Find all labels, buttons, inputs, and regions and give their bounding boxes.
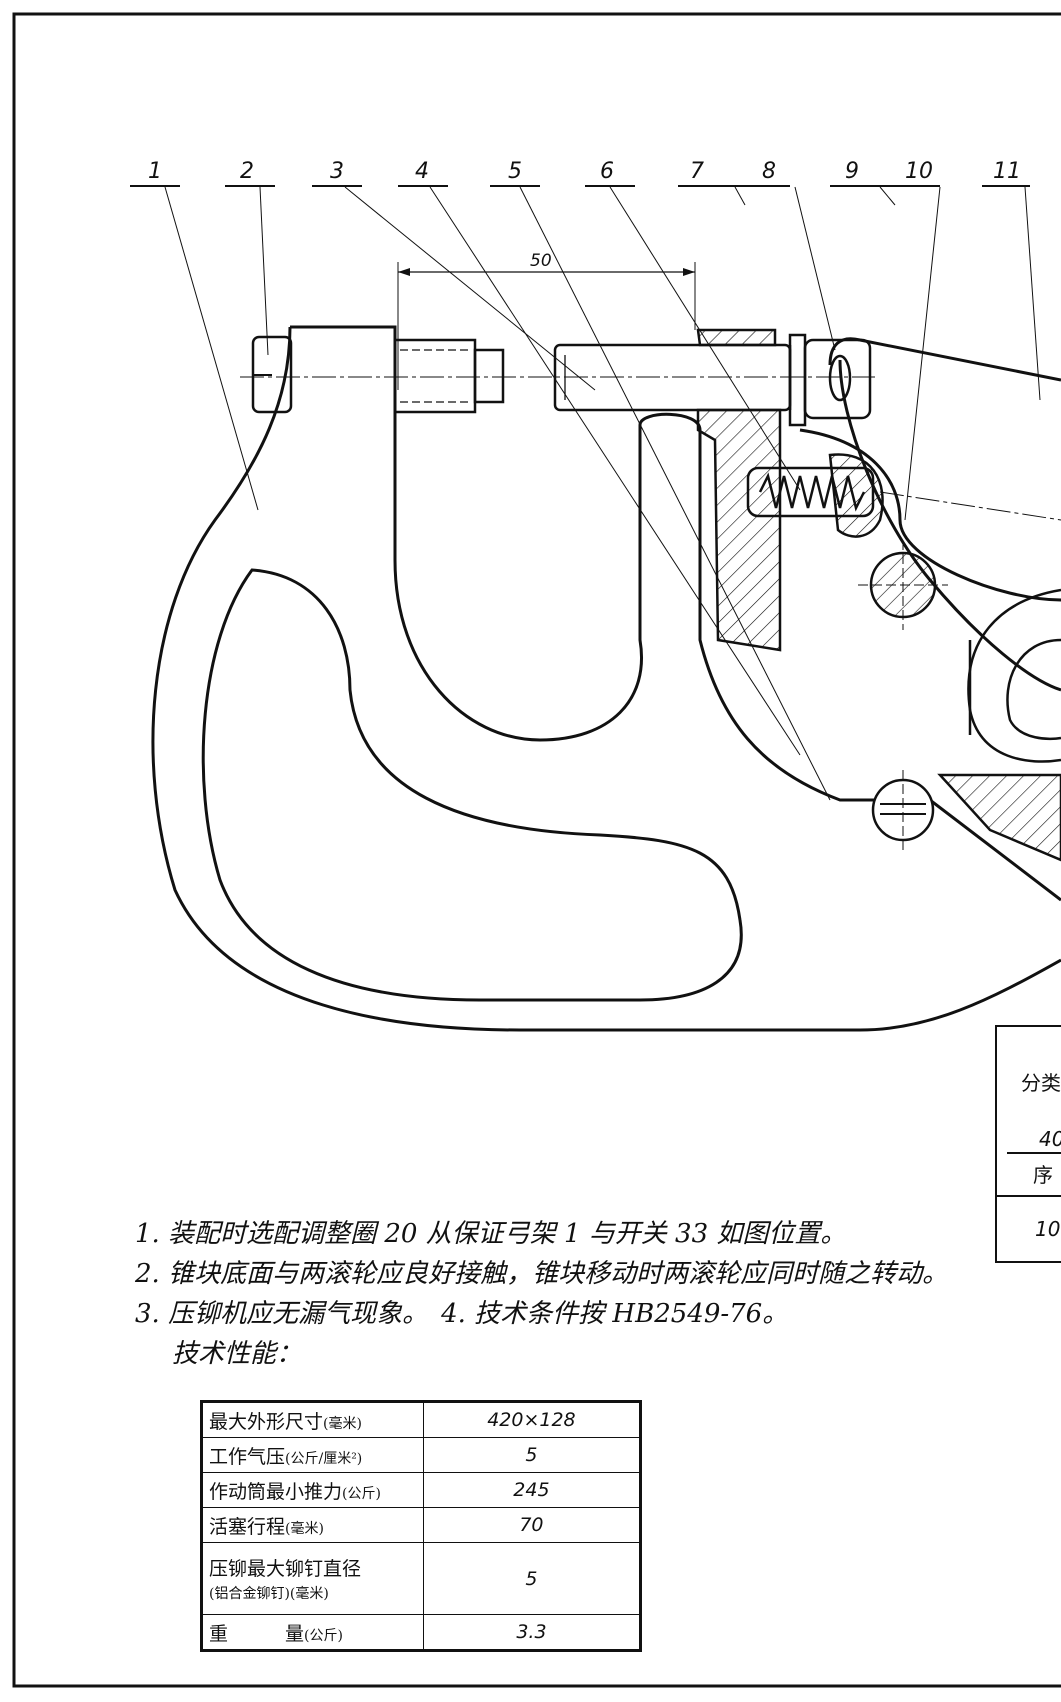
rollers [858, 540, 948, 850]
cam-link [967, 588, 1061, 763]
spec-value: 70 [422, 1507, 642, 1543]
spec-value: 5 [422, 1542, 642, 1615]
adjusting-screw [251, 335, 505, 414]
part-label-6: 6 [600, 159, 614, 184]
note-1: 1. 装配时选配调整圈 20 从保证弓架 1 与开关 33 如图位置。 [135, 1219, 847, 1249]
spec-name: 重 量 [209, 1622, 305, 1645]
part-label-3: 3 [330, 159, 344, 184]
dimension-50: 50 [397, 251, 696, 390]
title-block-cell-3: 序 [1033, 1163, 1053, 1187]
table-row: 最大外形尺寸(毫米) 420×128 [201, 1401, 642, 1438]
part-label-8: 8 [762, 159, 776, 184]
part-label-2: 2 [240, 159, 254, 184]
part-label-11: 11 [993, 159, 1021, 184]
spec-unit: (毫米) [323, 1415, 362, 1432]
spec-name: 压铆最大铆钉直径 [209, 1558, 362, 1580]
spec-name: 作动筒最小推力 [209, 1480, 343, 1503]
spec-name: 工作气压 [209, 1445, 286, 1468]
c-frame [151, 325, 1061, 1032]
table-row: 压铆最大铆钉直径 (铝合金铆钉)(毫米) 5 [201, 1542, 642, 1615]
table-row: 活塞行程(毫米) 70 [201, 1507, 642, 1543]
note-4-heading: 技术性能： [172, 1339, 303, 1369]
spec-name: 最大外形尺寸 [209, 1410, 324, 1433]
table-row: 工作气压(公斤/厘米²) 5 [201, 1437, 642, 1473]
title-block-cell-2: 40 [1039, 1127, 1061, 1151]
spec-value: 420×128 [422, 1401, 642, 1438]
spec-name: 活塞行程 [209, 1515, 286, 1538]
title-block-cell-1: 分类 [1021, 1071, 1061, 1095]
spec-unit: (公斤) [304, 1627, 343, 1644]
drawing-border [12, 12, 1061, 1688]
part-label-10: 10 [905, 159, 933, 184]
note-3: 3. 压铆机应无漏气现象。 4. 技术条件按 HB2549-76。 [135, 1299, 789, 1329]
spec-value: 245 [422, 1472, 642, 1508]
spec-unit: (公斤) [342, 1485, 381, 1502]
spec-value: 3.3 [422, 1614, 642, 1651]
part-label-5: 5 [508, 159, 522, 184]
title-block: 分类 40 序 10 [995, 1025, 1061, 1263]
table-row: 重 量(公斤) 3.3 [201, 1614, 642, 1651]
part-label-7: 7 [690, 159, 704, 184]
part-label-1: 1 [148, 159, 162, 184]
center-lines [240, 376, 1061, 521]
spring [746, 466, 875, 518]
spec-unit: (毫米) [285, 1520, 324, 1537]
part-labels: 1 2 3 4 5 6 7 8 9 10 11 [130, 159, 1030, 187]
part-label-9: 9 [845, 159, 859, 184]
spec-unit: (公斤/厘米²) [285, 1450, 363, 1467]
performance-spec-table: 最大外形尺寸(毫米) 420×128 工作气压(公斤/厘米²) 5 作动筒最小推… [200, 1400, 642, 1652]
leader-lines [164, 186, 1041, 801]
spec-unit: (铝合金铆钉)(毫米) [209, 1586, 329, 1602]
spec-value: 5 [422, 1437, 642, 1473]
dimension-label: 50 [530, 251, 552, 271]
part-label-4: 4 [415, 159, 429, 184]
title-block-cell-4: 10 [1035, 1217, 1061, 1241]
note-2: 2. 锥块底面与两滚轮应良好接触，锥块移动时两滚轮应同时随之转动。 [135, 1259, 949, 1289]
table-row: 作动筒最小推力(公斤) 245 [201, 1472, 642, 1508]
